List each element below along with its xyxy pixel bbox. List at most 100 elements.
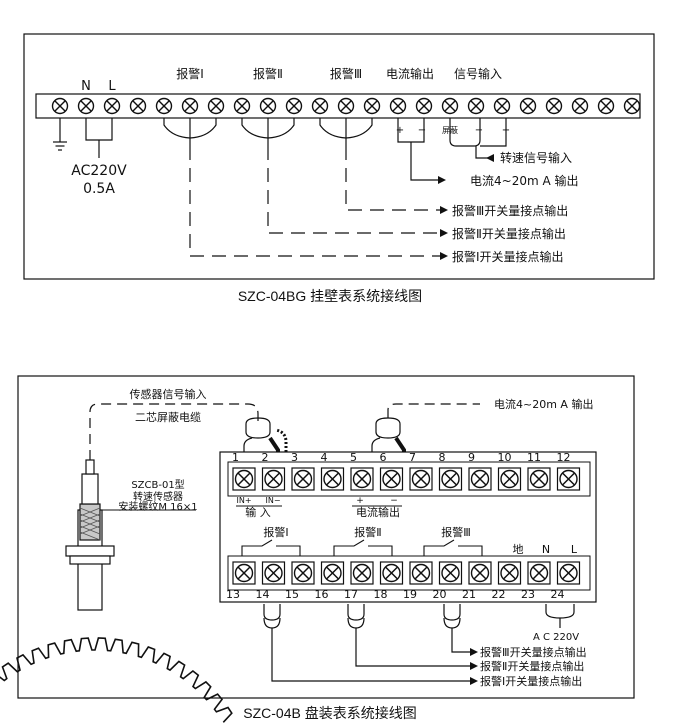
terminal-screw-icon: [438, 467, 463, 491]
sensor-cable: [89, 403, 259, 460]
signal-arrow: [486, 154, 494, 162]
label-alarm-2: 报警Ⅱ: [253, 66, 283, 81]
alarm2-output-label: 报警Ⅱ开关量接点输出: [452, 226, 566, 241]
label-signal-in: 信号输入: [454, 66, 502, 81]
terminal-screw-icon: [232, 561, 256, 585]
terminal-screw-icon: [181, 97, 199, 115]
signal-minus: −: [475, 125, 483, 136]
terminal-screw-icon: [527, 561, 551, 585]
speed-input-label: 转速信号输入: [500, 150, 572, 165]
terminal-number: 17: [344, 588, 358, 601]
bottom-caption: SZC-04B 盘装表系统接线图: [243, 705, 416, 721]
terminal-number: 5: [350, 451, 357, 464]
sensor-icon: [65, 459, 115, 611]
terminal-screw-icon: [409, 467, 433, 491]
terminal-screw-icon: [350, 467, 374, 491]
alarm3-output-label: 报警Ⅲ开关量接点输出: [452, 203, 568, 218]
top-terminal-screws: [51, 97, 641, 115]
in-plus-label: IN+: [236, 496, 251, 505]
terminal-screw-icon: [259, 97, 277, 115]
sensor-signal-label: 传感器信号输入: [130, 387, 207, 401]
terminal-number: 2: [262, 451, 269, 464]
out-minus-label: −: [390, 496, 398, 506]
terminal-screw-icon: [468, 561, 492, 585]
terminal-number: 12: [557, 451, 571, 464]
terminal-screw-icon: [571, 97, 589, 115]
terminal-number: 24: [551, 588, 565, 601]
current-minus: −: [418, 125, 426, 136]
gear-icon: [0, 637, 233, 723]
terminal-screw-icon: [497, 561, 522, 585]
alarm3-label-b: 报警Ⅲ: [441, 525, 471, 539]
sensor-model: SZCB-01型: [131, 478, 184, 491]
current-arrow: [438, 176, 446, 184]
alarm2-label-b: 报警Ⅱ: [354, 525, 381, 539]
terminal-screw-icon: [233, 97, 251, 115]
terminal-number: 21: [462, 588, 476, 601]
terminal-screw-icon: [232, 467, 256, 491]
lower-cable-connectors: [263, 604, 575, 629]
ac-current: 0.5A: [83, 181, 115, 197]
out-plus-label: +: [356, 496, 364, 506]
terminal-screw-icon: [129, 97, 147, 115]
terminal-number: 19: [403, 588, 417, 601]
terminal-number: 23: [521, 588, 535, 601]
terminal-number: 1: [232, 451, 239, 464]
ac-voltage: AC220V: [71, 163, 127, 179]
current-output-label: 电流4~20m A 输出: [470, 173, 579, 188]
current-out-label-b: 电流输出: [356, 505, 400, 519]
terminal-number: 7: [409, 451, 416, 464]
in-minus-label: IN−: [265, 496, 280, 505]
terminal-screw-icon: [493, 97, 511, 115]
l-label: L: [571, 543, 578, 556]
bottom-frame: [17, 375, 635, 699]
top-caption: SZC-04BG 挂壁表系统接线图: [238, 288, 422, 304]
alarm1-label-b: 报警Ⅰ: [263, 525, 288, 539]
terminal-screw-icon: [261, 561, 286, 585]
terminal-screw-icon: [291, 561, 315, 585]
label-l: L: [108, 79, 116, 94]
terminal-screw-icon: [468, 467, 492, 491]
alarm2-arrow-b: [470, 662, 478, 670]
label-alarm-1: 报警Ⅰ: [176, 66, 204, 81]
label-current-out: 电流输出: [386, 66, 434, 81]
signal-wire-2: [480, 118, 507, 147]
terminal-screw-icon: [389, 97, 407, 115]
terminal-screw-icon: [379, 561, 404, 585]
alarm-contact-symbols: [241, 539, 483, 556]
alarm1-arrow-b: [470, 677, 478, 685]
terminal-screw-icon: [467, 97, 485, 115]
terminal-screw-icon: [311, 97, 329, 115]
terminal-screw-icon: [556, 467, 581, 491]
terminal-screw-icon: [320, 467, 345, 491]
top-frame: [23, 33, 655, 280]
terminal-number: 6: [380, 451, 387, 464]
terminal-screw-icon: [261, 467, 286, 491]
alarm2-output-b: 报警Ⅱ开关量接点输出: [480, 659, 584, 673]
current-plus: +: [396, 125, 404, 136]
terminal-screw-icon: [51, 97, 69, 115]
terminal-screw-icon: [350, 561, 374, 585]
alarm3-arrow: [440, 206, 448, 214]
power-wire: [85, 118, 113, 141]
sensor-thread: 安装螺纹M 16×1: [118, 500, 197, 513]
terminal-number: 9: [468, 451, 475, 464]
terminal-number: 22: [492, 588, 506, 601]
sensor-name: 转速传感器: [133, 490, 183, 503]
alarm3-arrow-b: [470, 648, 478, 656]
alarm2-arrow: [440, 229, 448, 237]
wall-mount-diagram: N L 报警Ⅰ 报警Ⅱ 报警Ⅲ 电流输出 信号输入 AC220V 0.5A +: [23, 33, 655, 304]
terminal-screw-icon: [207, 97, 225, 115]
panel-mount-diagram: SZCB-01型 转速传感器 安装螺纹M 16×1 传感器信号输入 二芯屏蔽电缆…: [0, 375, 635, 723]
terminal-screw-icon: [415, 97, 433, 115]
label-n: N: [81, 79, 91, 94]
terminal-screw-icon: [545, 97, 563, 115]
cable-label: 二芯屏蔽电缆: [135, 410, 201, 424]
input-label: 输 入: [245, 505, 271, 519]
terminal-screw-icon: [556, 561, 581, 585]
terminal-number: 20: [433, 588, 447, 601]
terminal-screw-icon: [623, 97, 641, 115]
terminal-screw-icon: [103, 97, 121, 115]
